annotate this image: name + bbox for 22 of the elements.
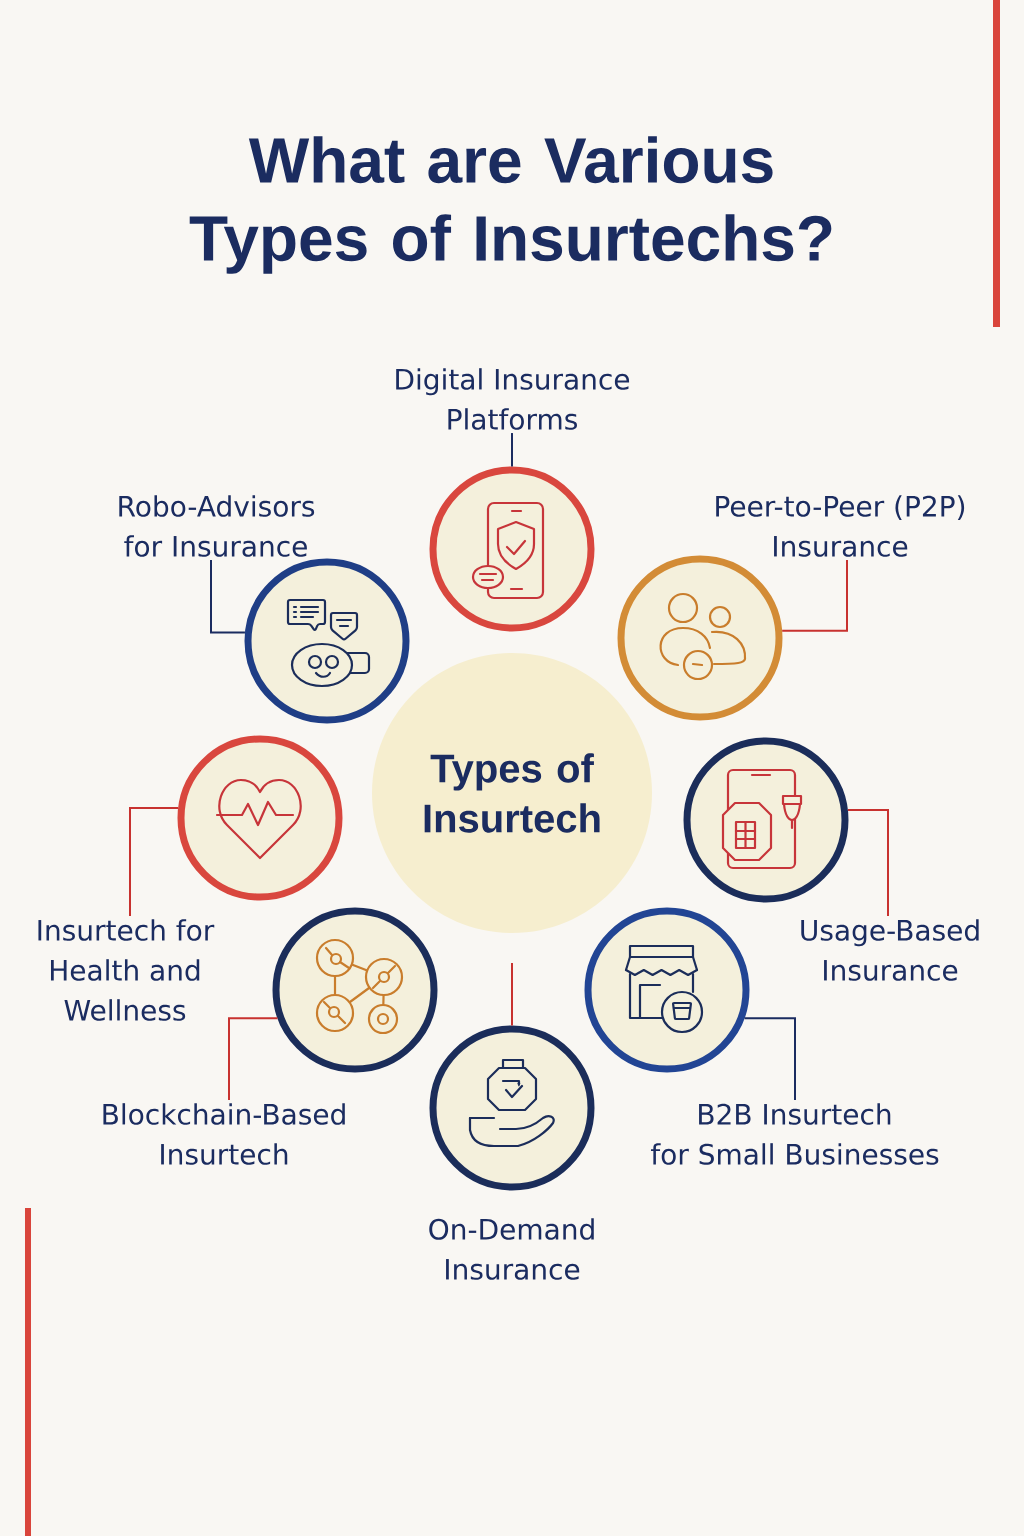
category-label: Usage-Based Insurance (801, 919, 979, 981)
category-label: On-Demand Insurance (429, 1218, 594, 1280)
leader-line (210, 559, 246, 634)
leader-line (129, 806, 180, 917)
leader-line (511, 432, 513, 468)
leader-line (846, 808, 889, 917)
category-label: Insurtech for Health and Wellness (38, 919, 215, 1021)
leader-line (511, 962, 513, 1027)
category-label: B2B Insurtech for Small Businesses (650, 1103, 939, 1165)
icon-circle (177, 735, 343, 901)
icon-circle (429, 1025, 595, 1191)
category-label: Digital Insurance Platforms (396, 368, 630, 430)
category-label: Peer-to-Peer (P2P) Insurance (716, 495, 965, 557)
icon-circle (584, 907, 750, 1073)
leader-line (781, 559, 848, 632)
icon-circle (617, 555, 783, 721)
leader-line (743, 1017, 796, 1101)
category-label: Robo-Advisors for Insurance (119, 495, 315, 557)
leader-line (228, 1017, 279, 1101)
category-label: Blockchain-Based Insurtech (103, 1103, 345, 1165)
title: What are Various Types of Insurtechs? (189, 136, 832, 274)
icon-circle (429, 466, 595, 632)
